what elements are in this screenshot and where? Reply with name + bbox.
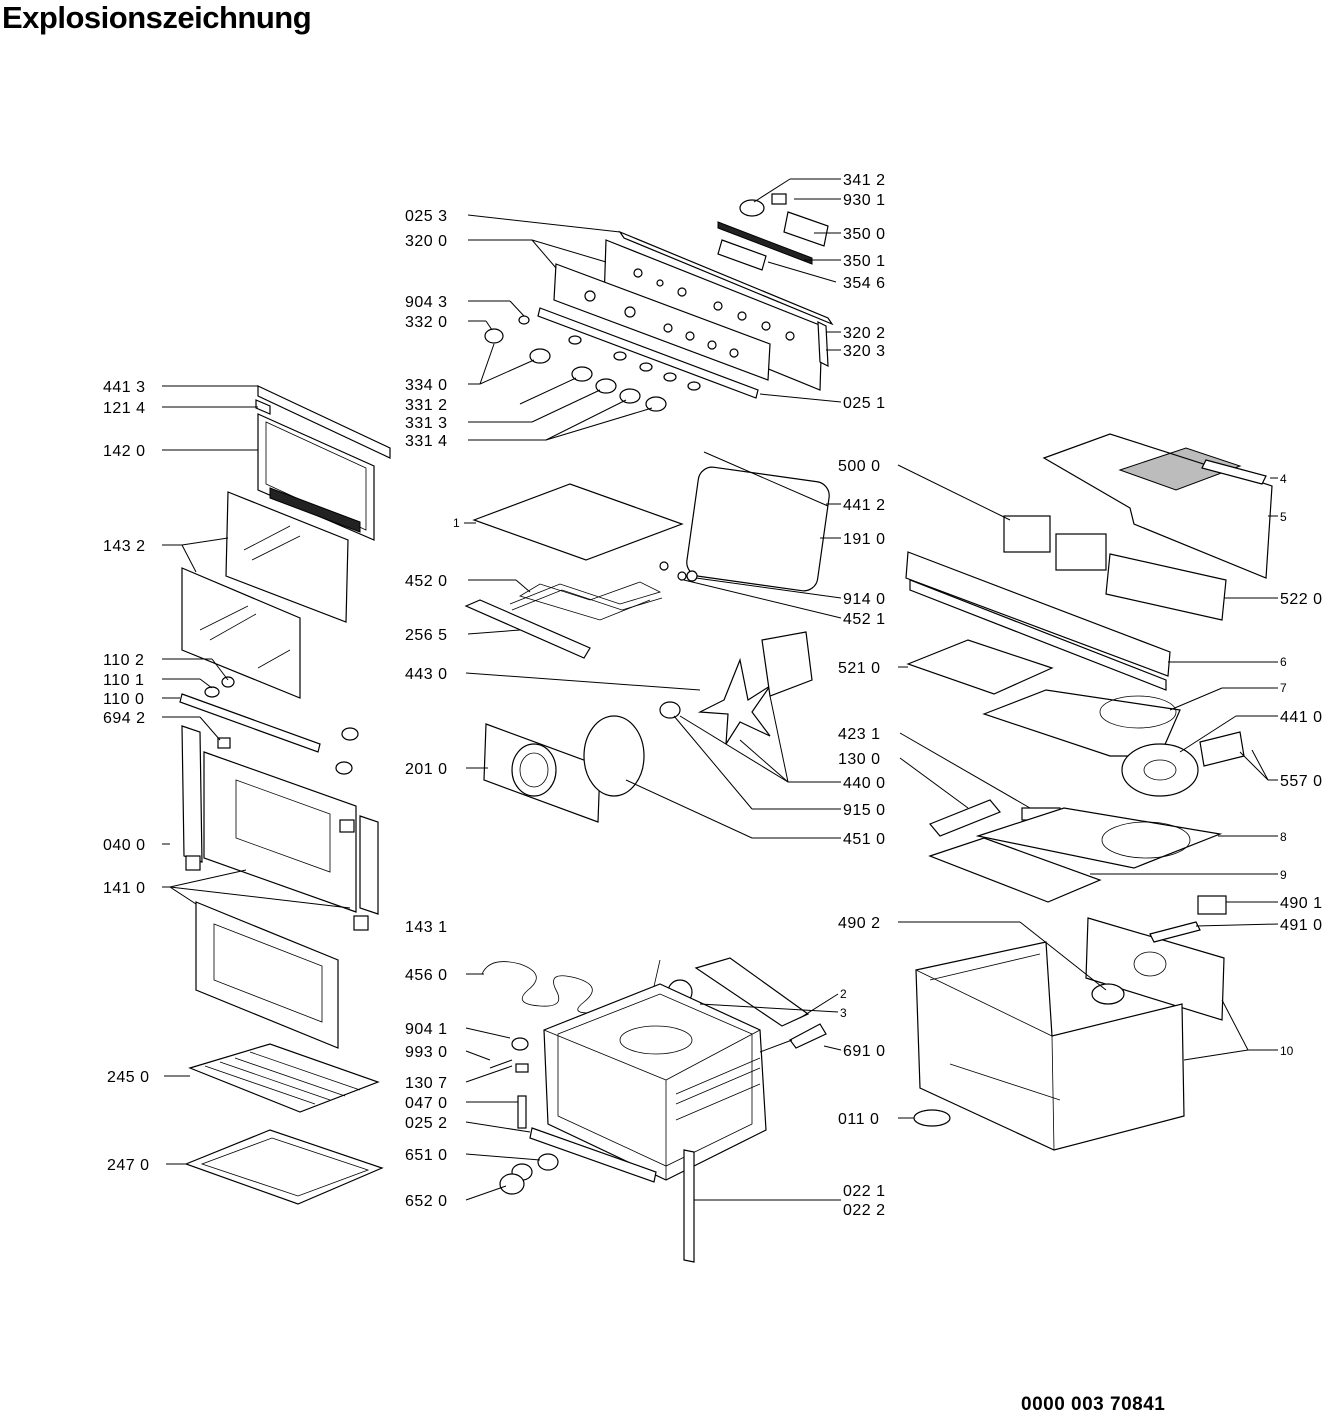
leader-lines	[162, 178, 1279, 1201]
part-label: 651 0	[405, 1147, 448, 1164]
part-label: 456 0	[405, 967, 448, 984]
part-label: 130 7	[405, 1075, 448, 1092]
part-label: 025 2	[405, 1115, 448, 1132]
part-label: 4	[1280, 472, 1287, 486]
part-label: 341 2	[843, 172, 886, 189]
part-label: 047 0	[405, 1095, 448, 1112]
part-label: 6	[1280, 655, 1287, 669]
part-label: 904 3	[405, 294, 448, 311]
part-label: 110 0	[103, 691, 144, 708]
part-label: 522 0	[1280, 591, 1323, 608]
part-label: 201 0	[405, 761, 448, 778]
part-label: 557 0	[1280, 773, 1323, 790]
part-label: 040 0	[103, 837, 146, 854]
part-label: 320 2	[843, 325, 886, 342]
part-label: 1	[453, 516, 460, 530]
part-label: 452 0	[405, 573, 448, 590]
part-label: 247 0	[107, 1157, 150, 1174]
part-label: 320 0	[405, 233, 448, 250]
part-label: 121 4	[103, 400, 146, 417]
part-label: 423 1	[838, 726, 881, 743]
part-label: 191 0	[843, 531, 886, 548]
part-label: 10	[1280, 1044, 1294, 1058]
part-label: 3	[840, 1006, 847, 1020]
part-label: 691 0	[843, 1043, 886, 1060]
part-label: 110 2	[103, 652, 144, 669]
part-label: 993 0	[405, 1044, 448, 1061]
part-label: 350 0	[843, 226, 886, 243]
part-label: 256 5	[405, 627, 448, 644]
part-label: 331 3	[405, 415, 448, 432]
part-label: 011 0	[838, 1111, 879, 1128]
part-label: 025 3	[405, 208, 448, 225]
part-label: 350 1	[843, 253, 886, 270]
part-label: 441 2	[843, 497, 886, 514]
part-label: 441 3	[103, 379, 146, 396]
part-label: 451 0	[843, 831, 886, 848]
part-label: 025 1	[843, 395, 886, 412]
part-label: 9	[1280, 868, 1287, 882]
part-label: 7	[1280, 681, 1287, 695]
oven-internal-group	[464, 451, 830, 1263]
part-label: 142 0	[103, 443, 146, 460]
part-label: 441 0	[1280, 709, 1323, 726]
part-label: 331 4	[405, 433, 448, 450]
part-label: 915 0	[843, 802, 886, 819]
part-label: 334 0	[405, 377, 448, 394]
part-label: 491 0	[1280, 917, 1323, 934]
part-label: 443 0	[405, 666, 448, 683]
electrical-group	[905, 433, 1273, 1151]
part-label: 110 1	[103, 672, 144, 689]
part-label: 930 1	[843, 192, 886, 209]
part-label: 2	[840, 987, 847, 1001]
part-label: 490 1	[1280, 895, 1323, 912]
part-label: 022 1	[843, 1183, 886, 1200]
part-label: 452 1	[843, 611, 886, 628]
part-label: 440 0	[843, 775, 886, 792]
part-label: 490 2	[838, 915, 881, 932]
part-label: 141 0	[103, 880, 146, 897]
part-label: 245 0	[107, 1069, 150, 1086]
part-label: 5	[1280, 510, 1287, 524]
part-label: 904 1	[405, 1021, 448, 1038]
part-label: 022 2	[843, 1202, 886, 1219]
part-labels: 341 2 930 1 350 0 350 1 354 6 025 3 320 …	[103, 172, 1323, 1219]
part-label: 320 3	[843, 343, 886, 360]
part-label: 130 0	[838, 751, 881, 768]
control-panel-group	[484, 193, 834, 412]
document-number: 0000 003 70841	[1021, 1394, 1166, 1415]
part-label: 143 2	[103, 538, 146, 555]
part-label: 331 2	[405, 397, 448, 414]
part-label: 332 0	[405, 314, 448, 331]
part-label: 143 1	[405, 919, 448, 936]
part-label: 652 0	[405, 1193, 448, 1210]
part-label: 694 2	[103, 710, 146, 727]
part-label: 8	[1280, 830, 1287, 844]
page-title: Explosionszeichnung	[2, 0, 312, 35]
door-group	[179, 385, 391, 1205]
part-label: 521 0	[838, 660, 881, 677]
part-label: 914 0	[843, 591, 886, 608]
part-label: 500 0	[838, 458, 881, 475]
part-label: 354 6	[843, 275, 886, 292]
